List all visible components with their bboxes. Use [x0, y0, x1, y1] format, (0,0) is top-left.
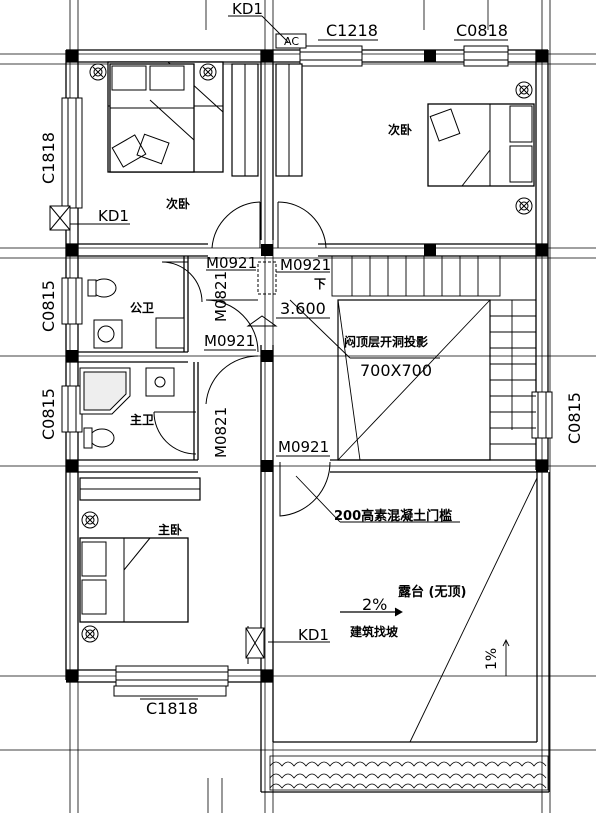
terrace-label: 露台 (无顶)	[398, 584, 466, 600]
ac-label: AC	[284, 35, 299, 48]
bedroom-tr-label: 次卧	[388, 122, 412, 137]
master-bedroom-furniture	[79, 477, 201, 643]
staircase	[331, 255, 536, 461]
slope-1-label: 1%	[484, 648, 500, 670]
walls	[65, 49, 550, 793]
c0818-label: C0818	[456, 21, 508, 40]
master-bath-fixtures	[79, 367, 175, 449]
bedroom-tl-label: 次卧	[166, 196, 190, 211]
opening-size-label: 700X700	[360, 361, 432, 380]
roof-tiles	[269, 755, 549, 791]
m0821-a-label: M0821	[212, 271, 230, 322]
m0921-a-label: M0921	[206, 254, 257, 272]
c0815-left1-label: C0815	[39, 280, 58, 332]
terrace	[340, 477, 538, 743]
master-bed-label: 主卧	[158, 522, 182, 537]
slope-label: 2%	[362, 595, 387, 614]
c1818-bottom-label: C1818	[146, 699, 198, 718]
c1218-label: C1218	[326, 21, 378, 40]
opening-label: 闷顶层开洞投影	[344, 334, 428, 349]
labels: KD1 AC C1218 C0818 C1818 KD1 次卧 次卧 M0921…	[39, 0, 584, 718]
kd1-bottom-label: KD1	[298, 626, 329, 644]
public-bath-label: 公卫	[130, 301, 154, 315]
kd1-left-label: KD1	[98, 207, 129, 225]
m0821-b-label: M0821	[212, 407, 230, 458]
kd1-top-label: KD1	[232, 0, 263, 18]
elevation-label: 3.600	[280, 299, 326, 318]
leader-lines	[70, 15, 508, 700]
m0921-b-label: M0921	[280, 256, 331, 274]
c0815-right-label: C0815	[565, 392, 584, 444]
sill-label: 200高素混凝土门槛	[334, 508, 452, 524]
public-bath-fixtures	[87, 278, 185, 349]
secondary-bedroom-right-furniture	[427, 81, 535, 215]
c1818-left-label: C1818	[39, 132, 58, 184]
windows	[61, 45, 553, 697]
slope-note-label: 建筑找坡	[349, 624, 399, 639]
wardrobes	[231, 63, 303, 177]
m0921-d-label: M0921	[278, 438, 329, 456]
secondary-bedroom-left-furniture	[89, 61, 224, 173]
down-label: 下	[314, 277, 326, 291]
columns	[66, 50, 548, 682]
doors	[153, 201, 331, 664]
c0815-left2-label: C0815	[39, 388, 58, 440]
master-bath-label: 主卫	[130, 412, 154, 427]
m0921-c-label: M0921	[204, 332, 255, 350]
